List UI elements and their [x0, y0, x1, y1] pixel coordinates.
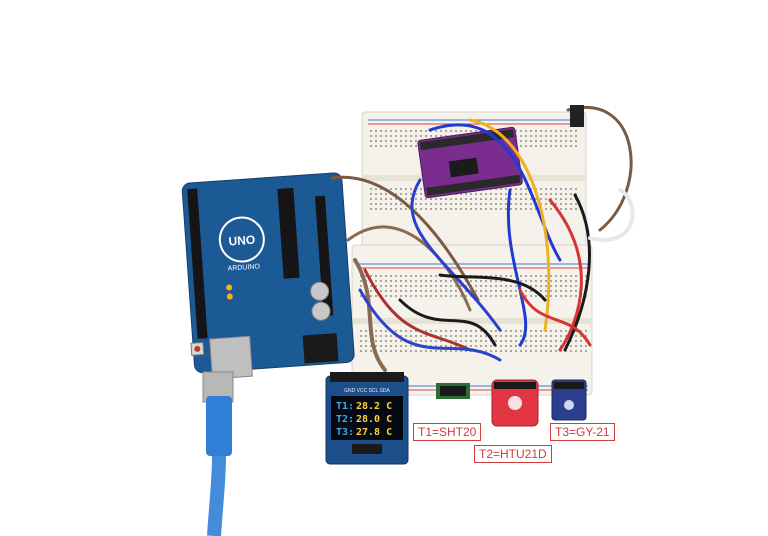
- atmega-chip: [277, 187, 300, 279]
- oled-row2-value: 28.0 C: [356, 414, 392, 425]
- oled-row1-name: T1:: [336, 401, 354, 412]
- label-htu21d: T2=HTU21D: [474, 445, 552, 463]
- gy21-sensor-board: [551, 379, 587, 421]
- usb-cable: [202, 371, 234, 536]
- label-sht20: T1=SHT20: [413, 423, 482, 441]
- jumper-wires: [330, 106, 635, 372]
- uno-logo-text: UNO: [228, 233, 256, 249]
- breadboard-holes: [360, 130, 587, 352]
- oled-row1-value: 28.2 C: [356, 401, 392, 412]
- right-connector: [570, 105, 584, 127]
- htu21d-sensor-board: [491, 379, 539, 427]
- oled-display-module: GND VCC SCL SDA T1: 28.2 C T2: 28.0 C T3…: [325, 372, 409, 465]
- arduino-uno-board: UNO ARDUINO: [181, 172, 355, 380]
- label-gy21: T3=GY-21: [550, 423, 615, 441]
- oled-row2-name: T2:: [336, 414, 354, 425]
- sht20-sensor: [436, 383, 470, 399]
- oled-row3-name: T3:: [336, 427, 354, 438]
- oled-row3-value: 27.8 C: [356, 427, 392, 438]
- arduino-brand-text: ARDUINO: [227, 263, 260, 272]
- oled-pin-labels: GND VCC SCL SDA: [344, 388, 390, 394]
